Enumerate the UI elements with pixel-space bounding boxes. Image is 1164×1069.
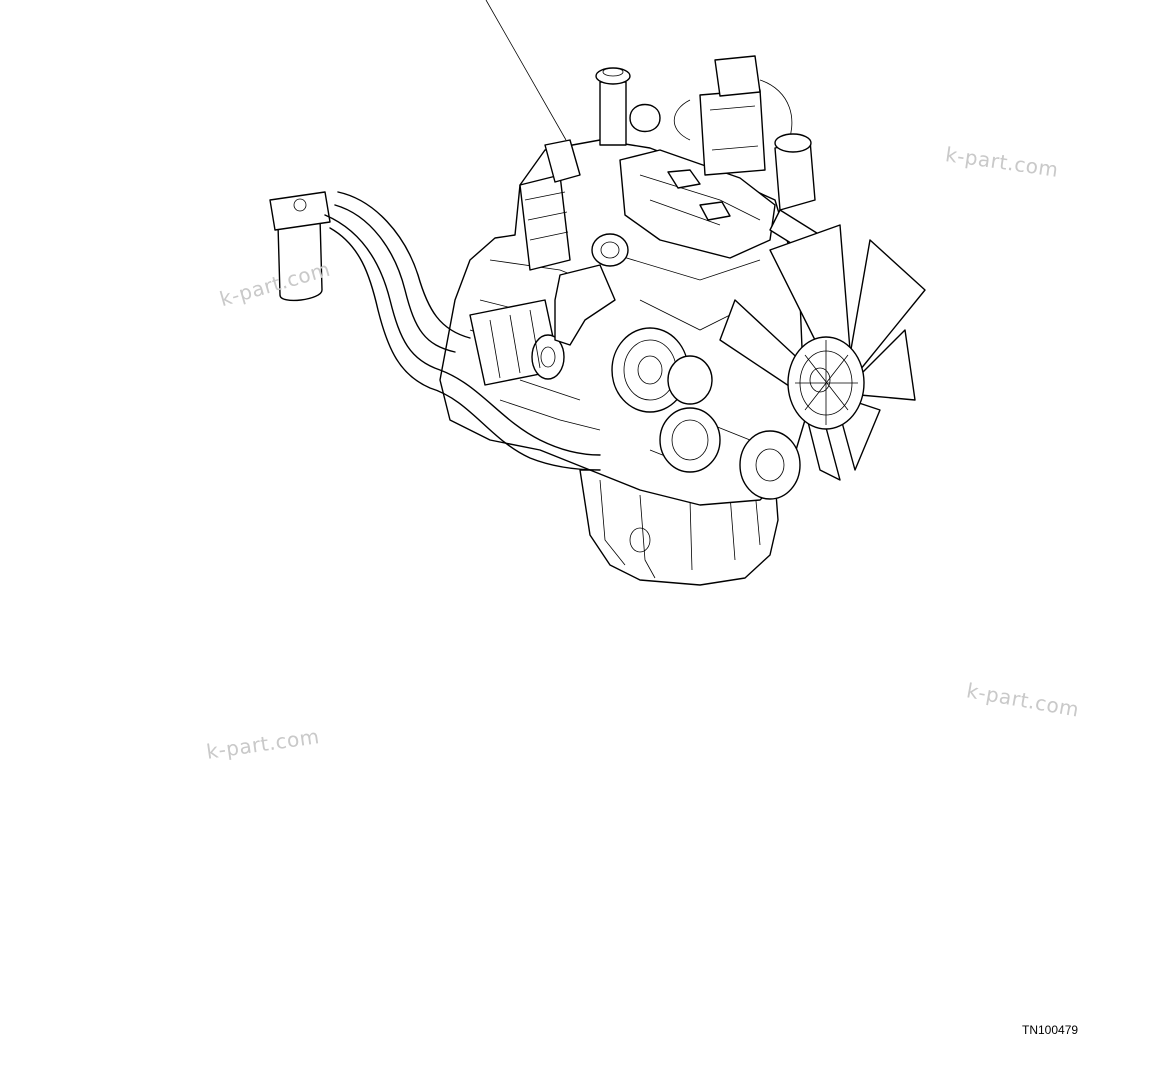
- leader-line: [485, 0, 567, 141]
- fuel-filter-assembly: [673, 55, 793, 176]
- coolant-elbow: [554, 233, 629, 346]
- oil-filler: [595, 67, 661, 146]
- cylinder-head-cover: [619, 149, 776, 259]
- cooling-fan: [719, 224, 926, 481]
- starter-motor: [469, 299, 565, 386]
- figure-id-label: TN100479: [1022, 1023, 1079, 1037]
- hydraulic-hoses: [324, 191, 601, 471]
- alternator: [611, 327, 689, 413]
- crank-pulley: [659, 355, 801, 500]
- remote-filter: [269, 191, 331, 302]
- injection-pump: [519, 139, 581, 271]
